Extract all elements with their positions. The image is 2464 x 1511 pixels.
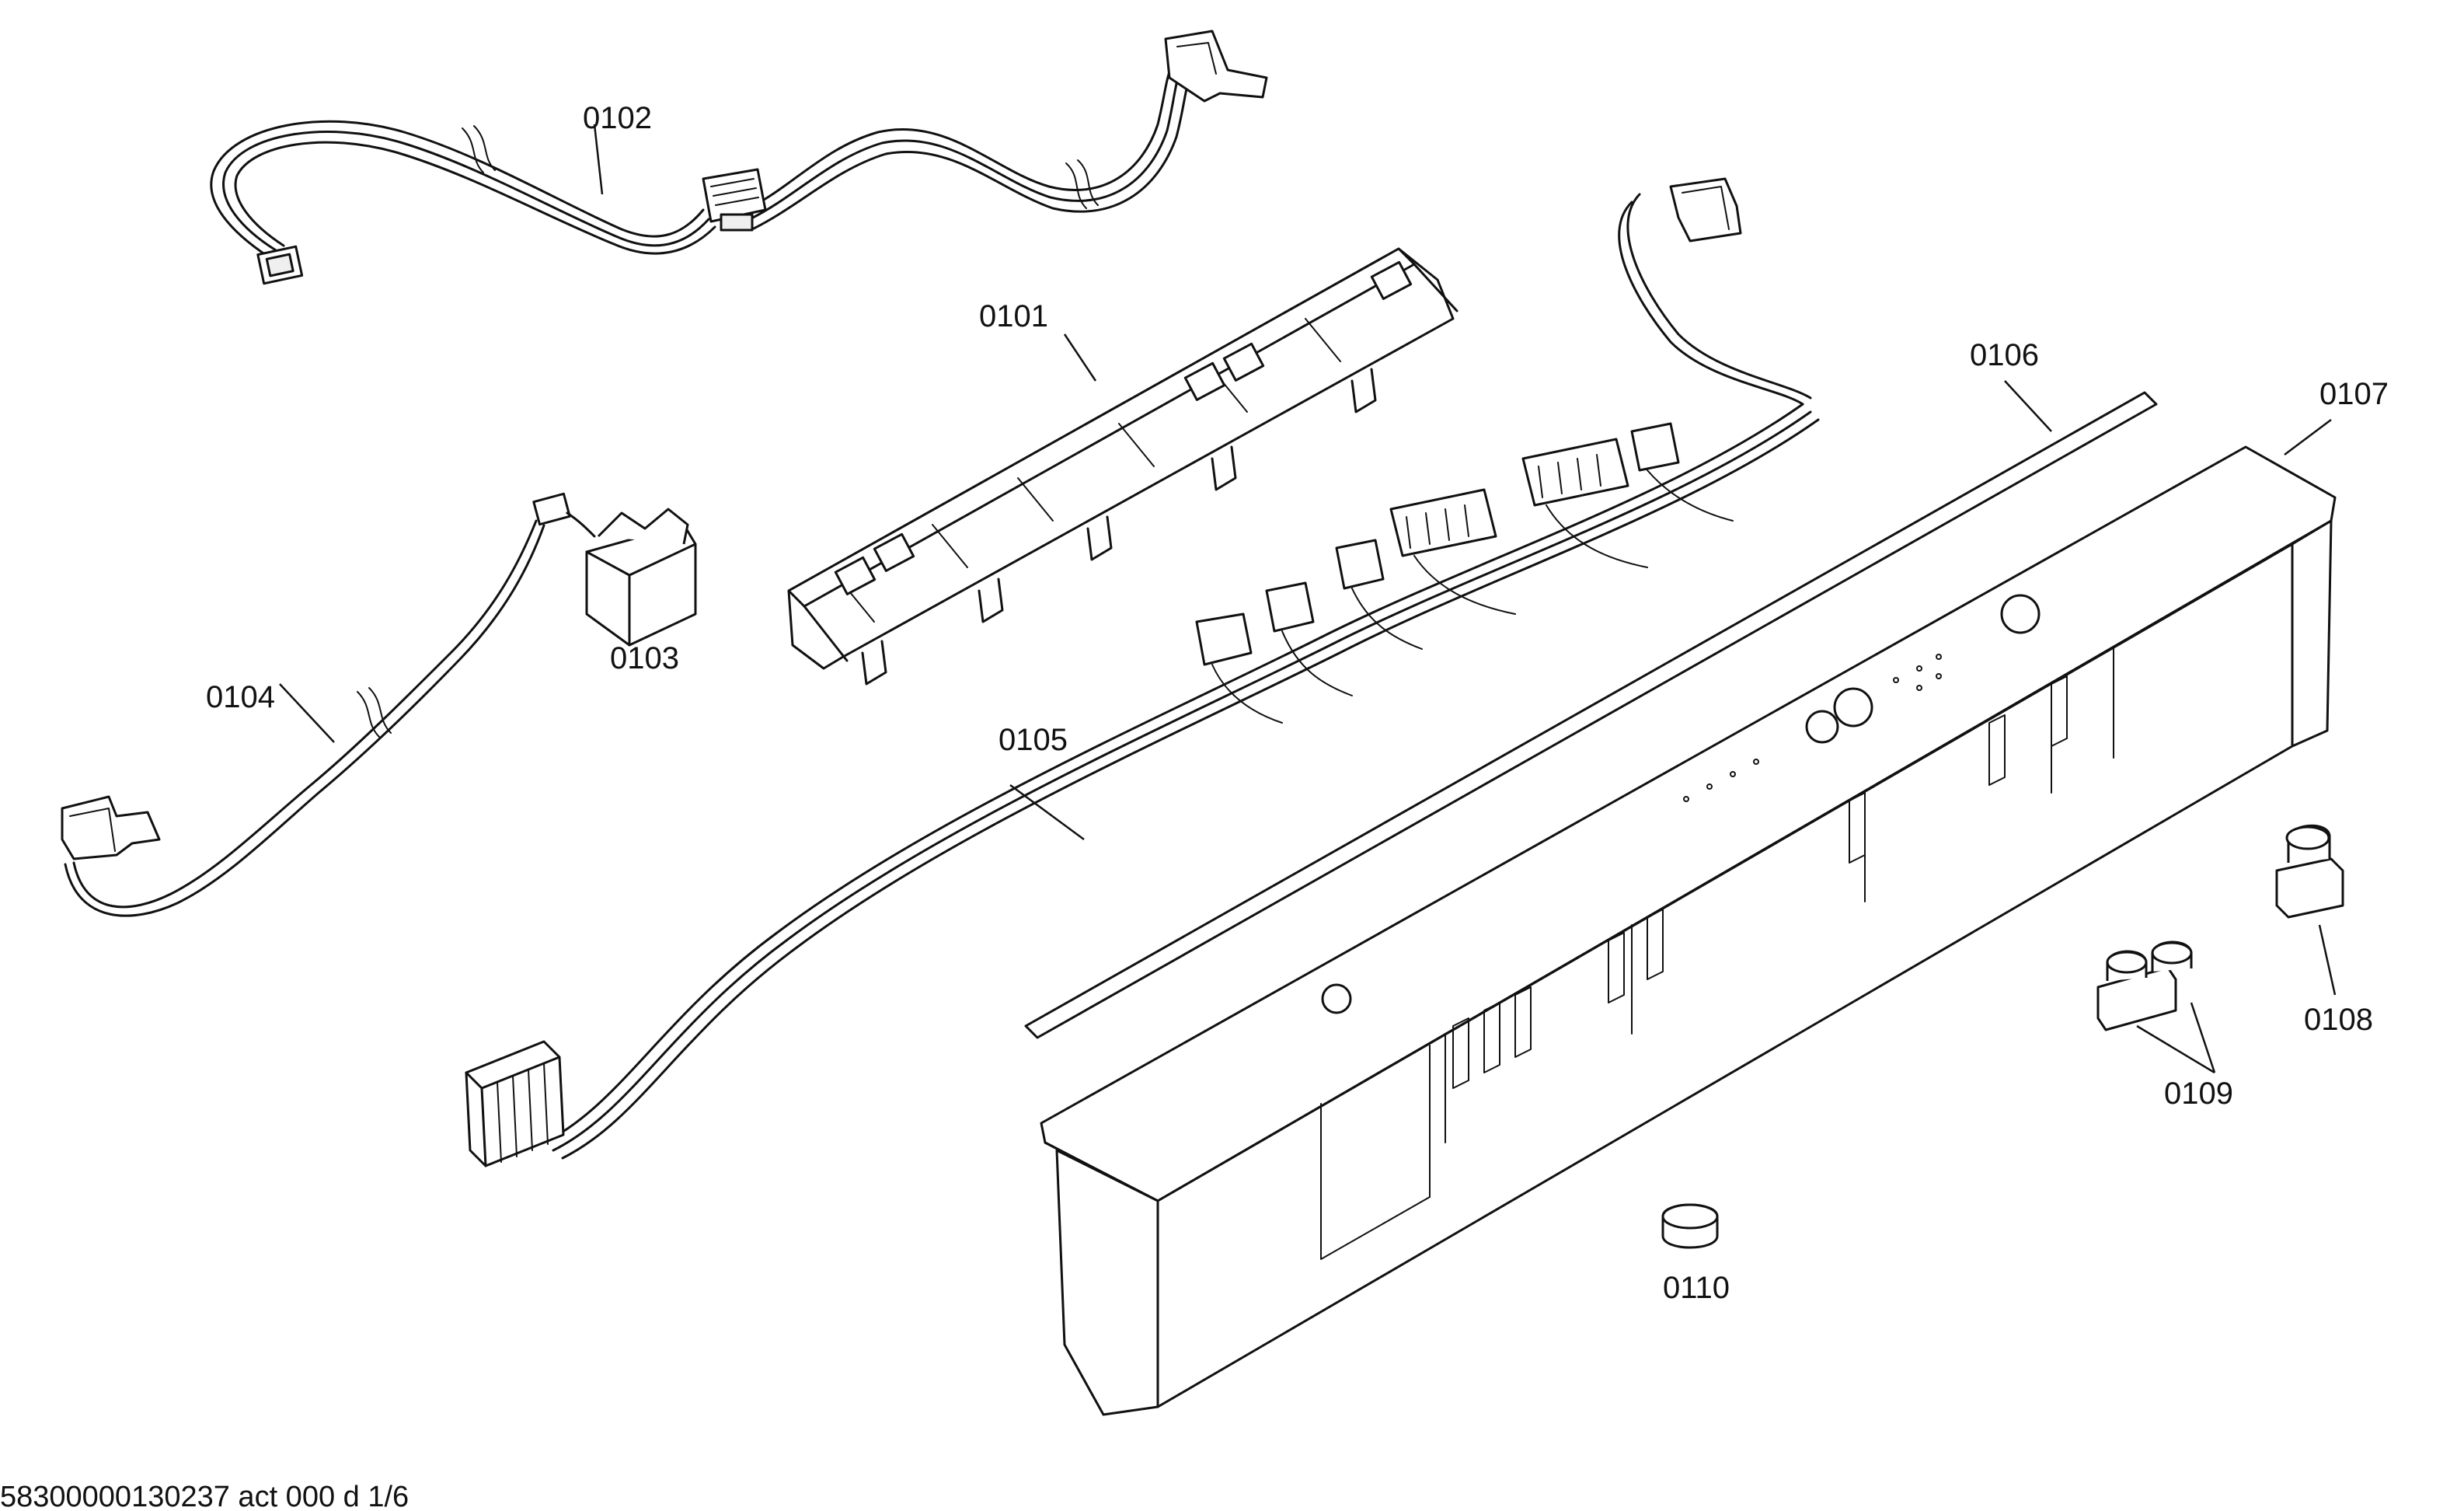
label-0109: 0109 — [2164, 1077, 2233, 1111]
part-0108-push-button — [2275, 824, 2344, 996]
part-0102-wire-harness — [210, 30, 1268, 285]
label-0110: 0110 — [1663, 1271, 1730, 1305]
part-0110-knob — [1661, 1203, 1719, 1249]
label-0102: 0102 — [583, 101, 652, 135]
label-0101: 0101 — [979, 299, 1048, 333]
label-0107: 0107 — [2319, 377, 2389, 411]
part-0104-cable — [61, 519, 545, 917]
part-0106-seal-strip — [1024, 380, 2158, 1039]
document-reference: 58300000130237 act 000 d 1/6 — [0, 1481, 409, 1511]
part-0107-control-panel — [1040, 419, 2337, 1416]
part-0109-push-buttons — [2096, 940, 2216, 1074]
label-0105: 0105 — [998, 723, 1068, 757]
label-0106: 0106 — [1970, 338, 2039, 372]
part-0103-connector-block — [532, 492, 697, 647]
label-0103: 0103 — [610, 641, 679, 675]
part-0101-switch-module — [787, 247, 1459, 686]
part-0105-wire-harness — [465, 177, 1820, 1167]
label-0104: 0104 — [206, 680, 275, 714]
label-0108: 0108 — [2304, 1003, 2373, 1037]
